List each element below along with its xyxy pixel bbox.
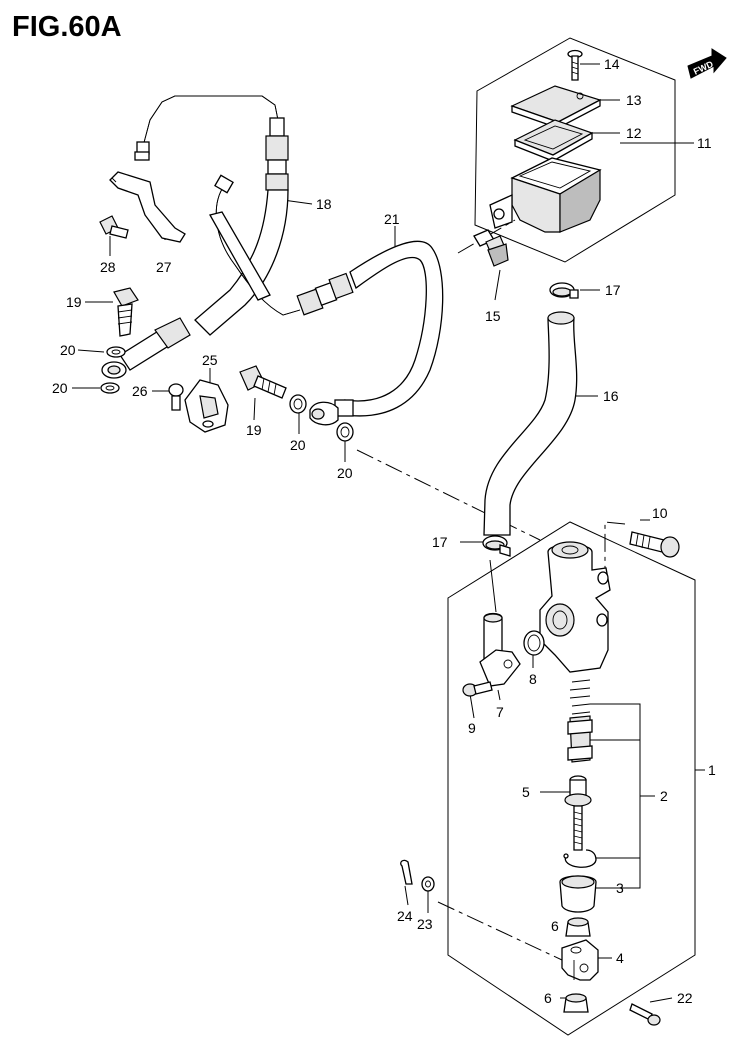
callout-label: 19 (66, 294, 82, 310)
callout-label: 1 (708, 762, 716, 778)
callout-label: 6 (551, 918, 559, 934)
callout-label: 12 (626, 125, 642, 141)
clevis-4 (561, 939, 599, 981)
callout-label: 10 (652, 505, 668, 521)
callout-label: 21 (384, 211, 400, 227)
nut-6-lower (563, 993, 589, 1013)
bolt-28 (99, 215, 129, 239)
callout-label: 20 (290, 437, 306, 453)
clamp-25 (184, 379, 229, 433)
callout-label: 16 (603, 388, 619, 404)
master-cylinder-frame (447, 521, 696, 1036)
bolt-19-lower (239, 365, 287, 399)
callout-label: 22 (677, 990, 693, 1006)
callout-label: 15 (485, 308, 501, 324)
reservoir-parts (489, 49, 602, 233)
piston-kit-2 (567, 679, 593, 763)
brake-pipe (209, 174, 301, 316)
callout-label: 18 (316, 196, 332, 212)
bolt-10 (629, 531, 680, 558)
brake-hose-18 (101, 95, 289, 379)
callout-label: 3 (616, 880, 624, 896)
callout-label: 25 (202, 352, 218, 368)
push-rod-5 (564, 775, 592, 851)
bolt-19-upper (113, 287, 139, 337)
callout-label: 23 (417, 916, 433, 932)
cotter-pin-24 (400, 859, 413, 885)
brake-hose-21 (296, 240, 444, 426)
clamp-17-bottom (482, 535, 511, 557)
figure-title: FIG.60A (12, 11, 122, 43)
washers-20 (100, 346, 354, 442)
callout-label: 27 (156, 259, 172, 275)
master-cylinder-body (539, 541, 611, 673)
hose-16 (483, 311, 578, 536)
callout-label: 28 (100, 259, 116, 275)
circlip (563, 849, 597, 868)
callout-label: 5 (522, 784, 530, 800)
screw-9 (462, 681, 493, 697)
callout-label: 9 (468, 720, 476, 736)
washer-23 (421, 876, 435, 892)
callout-label: 7 (496, 704, 504, 720)
callout-labels: 1 2 3 4 5 6 6 7 8 9 10 11 12 13 14 15 16… (52, 56, 716, 1006)
clamp-17-top (549, 282, 579, 299)
o-ring-8 (523, 630, 545, 656)
callout-label: 17 (605, 282, 621, 298)
leader-lines (72, 63, 705, 1003)
callout-label: 14 (604, 56, 620, 72)
callout-label: 20 (52, 380, 68, 396)
reservoir-frame (474, 37, 676, 263)
hose-joint-7 (479, 612, 521, 687)
callout-label: 24 (397, 908, 413, 924)
callout-label: 20 (337, 465, 353, 481)
callout-label: 6 (544, 990, 552, 1006)
bolt-26 (168, 383, 184, 411)
arrow-right-icon (687, 48, 727, 79)
callout-label: 13 (626, 92, 642, 108)
callout-label: 11 (697, 135, 712, 151)
bracket-27 (109, 171, 186, 243)
pin-22 (629, 1003, 661, 1026)
boot-3 (559, 875, 597, 913)
nut-6-upper (565, 917, 591, 937)
callout-label: 20 (60, 342, 76, 358)
fwd-badge: FWD (687, 48, 727, 79)
callout-label: 17 (432, 534, 448, 550)
callout-label: 8 (529, 671, 537, 687)
callout-label: 19 (246, 422, 262, 438)
callout-label: 2 (660, 788, 668, 804)
callout-label: 4 (616, 950, 624, 966)
bolt-15 (473, 229, 509, 267)
callout-label: 26 (132, 383, 148, 399)
